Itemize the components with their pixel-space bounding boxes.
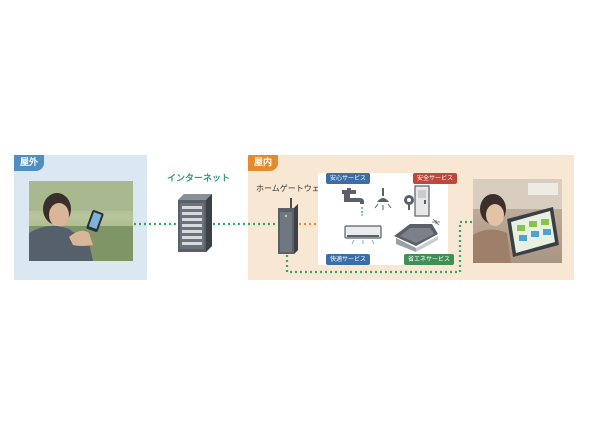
indoor-tablet-photo: [473, 179, 562, 263]
outdoor-smartphone-photo: [29, 181, 133, 261]
comfort-service-badge: 快適サービス: [326, 254, 371, 265]
outdoor-photo-illustration: [29, 181, 133, 261]
air-conditioner-icon: [344, 225, 382, 245]
internet-label: インターネット: [167, 174, 231, 184]
safety-peace-service-badge: 安心サービス: [326, 173, 371, 184]
server-rack-icon: [178, 194, 212, 252]
indoor-tag: 屋内: [248, 155, 279, 171]
solar-panel-house-icon: [394, 218, 440, 252]
home-gateway-icon: [278, 198, 298, 254]
home-gateway-label: ホームゲートウェイ: [256, 184, 328, 193]
ceiling-light-icon: [374, 188, 392, 210]
indoor-photo-illustration: [473, 179, 562, 263]
faucet-icon: [342, 188, 364, 216]
energy-saving-service-badge: 省エネサービス: [404, 254, 455, 265]
outdoor-tag: 屋外: [14, 155, 45, 171]
gateway-to-tablet-link: [285, 220, 473, 274]
door-lock-icon: [404, 185, 430, 217]
security-service-badge: 安全サービス: [413, 173, 458, 184]
